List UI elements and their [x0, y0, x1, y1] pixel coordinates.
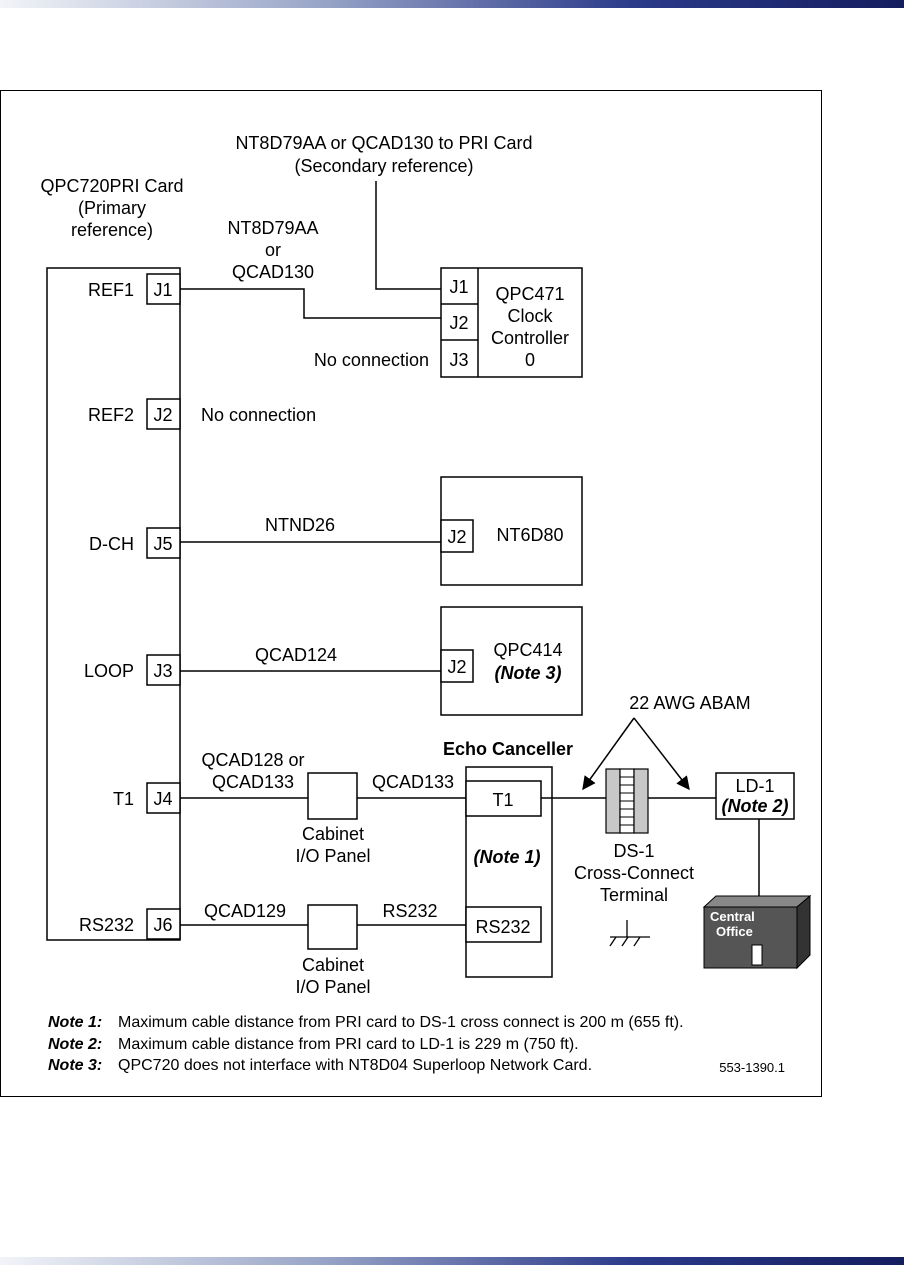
top-decorative-band — [0, 0, 904, 8]
secondary-ref-line — [375, 181, 441, 290]
note-3-label: Note 3: — [48, 1057, 102, 1074]
ref1-cable-1: NT8D79AA — [227, 218, 318, 238]
ref1-cable-3: QCAD130 — [232, 262, 314, 282]
port-loop-jack: J3 — [153, 661, 172, 681]
rs232-cable-1-label: QCAD129 — [204, 901, 286, 921]
qpc414-label: QPC414 — [493, 640, 562, 660]
dch-cable-label: NTND26 — [265, 515, 335, 535]
figure-id: 553-1390.1 — [719, 1060, 785, 1075]
loop-cable-label: QCAD124 — [255, 645, 337, 665]
clock-label-2: Clock — [507, 306, 553, 326]
ref1-cable-line — [180, 288, 441, 319]
port-dch-jack: J5 — [153, 534, 172, 554]
port-dch-label: D-CH — [89, 534, 134, 554]
central-office-icon: Central Office — [702, 894, 812, 970]
ground-symbol — [609, 920, 650, 947]
rs232-cable-2-label: RS232 — [382, 901, 437, 921]
secondary-ref-line2: (Secondary reference) — [294, 156, 473, 176]
cross-connect-terminal — [605, 768, 649, 834]
clock-jack-j3: J3 — [449, 350, 468, 370]
port-rs232: RS232 J6 — [79, 908, 181, 940]
port-ref2: REF2 J2 — [88, 398, 181, 430]
cross-connect-line1: DS-1 — [613, 841, 654, 861]
echo-rs232-label: RS232 — [475, 917, 530, 937]
cabinet-1-line2: I/O Panel — [295, 846, 370, 866]
diagram-frame — [0, 90, 822, 1097]
note-3-text: QPC720 does not interface with NT8D04 Su… — [118, 1057, 592, 1074]
primary-card-box — [46, 267, 181, 941]
cabinet-2-line1: Cabinet — [302, 955, 364, 975]
clock-controller: J1 J2 J3 QPC471 Clock Controller 0 — [440, 267, 583, 378]
qpc414-card: J2 QPC414 (Note 3) — [440, 606, 583, 716]
nt6d80-jack: J2 — [447, 527, 466, 547]
ld1-label: LD-1 — [735, 776, 774, 796]
no-connection-ref2: No connection — [201, 405, 316, 425]
clock-label-1: QPC471 — [495, 284, 564, 304]
primary-card-title-2: (Primary — [78, 198, 146, 218]
port-t1: T1 J4 — [113, 782, 181, 814]
clock-jack-j2: J2 — [449, 313, 468, 333]
echo-note: (Note 1) — [474, 847, 541, 867]
port-dch: D-CH J5 — [89, 527, 181, 559]
cabinet-2-line2: I/O Panel — [295, 977, 370, 997]
abam-label: 22 AWG ABAM — [629, 693, 750, 713]
qpc414-jack: J2 — [447, 657, 466, 677]
secondary-ref-line1: NT8D79AA or QCAD130 to PRI Card — [235, 133, 532, 153]
port-ref1: REF1 J1 — [88, 273, 181, 305]
nt6d80-label: NT6D80 — [496, 525, 563, 545]
clock-label-3: Controller — [491, 328, 569, 348]
no-connection-clock: No connection — [314, 350, 429, 370]
primary-card-title-1: QPC720PRI Card — [40, 176, 183, 196]
cabinet-io-panel-2 — [307, 904, 358, 950]
echo-canceller: T1 (Note 1) RS232 — [465, 766, 553, 978]
cabinet-io-panel-1 — [307, 772, 358, 820]
echo-canceller-title: Echo Canceller — [443, 739, 573, 759]
ld1-box: LD-1 (Note 2) — [715, 772, 795, 820]
t1-cable-1-line2: QCAD133 — [212, 772, 294, 792]
central-office-line2: Office — [716, 924, 753, 939]
note-1-text: Maximum cable distance from PRI card to … — [118, 1014, 684, 1031]
echo-t1-label: T1 — [492, 790, 513, 810]
t1-cable-2-label: QCAD133 — [372, 772, 454, 792]
note-1-label: Note 1: — [48, 1014, 102, 1031]
port-ref2-label: REF2 — [88, 405, 134, 425]
bottom-decorative-band — [0, 1257, 904, 1265]
port-rs232-jack: J6 — [153, 915, 172, 935]
qpc414-note: (Note 3) — [495, 663, 562, 683]
note-2-text: Maximum cable distance from PRI card to … — [118, 1036, 579, 1053]
note-2-label: Note 2: — [48, 1036, 102, 1053]
port-rs232-label: RS232 — [79, 915, 134, 935]
clock-label-4: 0 — [525, 350, 535, 370]
port-t1-jack: J4 — [153, 789, 172, 809]
nt6d80-card: J2 NT6D80 — [440, 476, 583, 586]
abam-arrow-left — [582, 717, 635, 791]
port-loop: LOOP J3 — [84, 654, 181, 686]
clock-jack-j1: J1 — [449, 277, 468, 297]
t1-cable-1-line1: QCAD128 or — [201, 750, 304, 770]
abam-arrow-right — [633, 717, 690, 791]
port-ref1-jack: J1 — [153, 280, 172, 300]
port-loop-label: LOOP — [84, 661, 134, 681]
cabinet-1-line1: Cabinet — [302, 824, 364, 844]
port-ref2-jack: J2 — [153, 405, 172, 425]
central-office-line1: Central — [710, 909, 755, 924]
ld1-note: (Note 2) — [722, 796, 789, 816]
port-t1-label: T1 — [113, 789, 134, 809]
cross-connect-line2: Cross-Connect — [574, 863, 694, 883]
port-ref1-label: REF1 — [88, 280, 134, 300]
cross-connect-line3: Terminal — [600, 885, 668, 905]
ref1-cable-2: or — [265, 240, 281, 260]
primary-card-title-3: reference) — [71, 220, 153, 240]
